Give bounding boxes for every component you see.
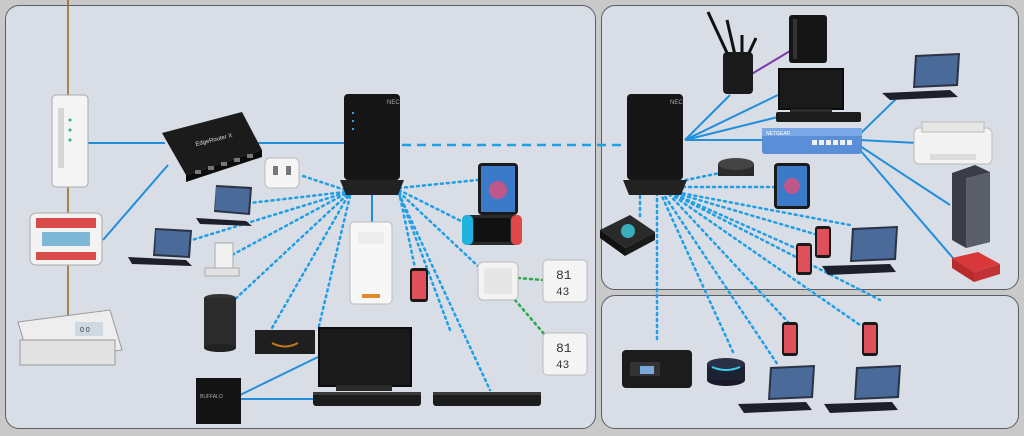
thermometer-icon: 81 43 bbox=[542, 332, 588, 376]
phone-icon bbox=[782, 322, 798, 356]
wired-links bbox=[88, 94, 954, 400]
echo-dot-icon bbox=[707, 358, 745, 386]
printer-icon bbox=[913, 121, 993, 165]
phone-icon bbox=[410, 268, 428, 302]
wifi-link bbox=[663, 188, 882, 302]
nas-icon bbox=[789, 15, 827, 63]
printer-icon bbox=[622, 350, 692, 388]
blu-ray-recorder-icon bbox=[776, 112, 861, 122]
mesh-extender-icon bbox=[349, 221, 393, 305]
wifi-link bbox=[230, 192, 347, 257]
router-brand-label: NEC bbox=[387, 100, 400, 106]
wifi-link bbox=[397, 190, 417, 270]
laptop-icon bbox=[824, 365, 901, 413]
wifi-link bbox=[230, 193, 349, 304]
wifi-router-icon bbox=[706, 11, 758, 94]
phone-icon bbox=[862, 322, 878, 356]
right-router-to-recorder-link bbox=[684, 116, 779, 141]
thermometer-icon: 81 43 bbox=[542, 259, 588, 303]
router-icon: NEC bbox=[340, 94, 404, 195]
sensor-link bbox=[513, 298, 547, 337]
wifi-link bbox=[663, 188, 820, 237]
smart-speaker-icon bbox=[204, 294, 236, 352]
echo-dot-icon bbox=[718, 158, 754, 176]
raspberry-pi-icon bbox=[952, 252, 1000, 282]
streaming-stick-icon bbox=[255, 330, 315, 354]
wifi-link bbox=[663, 188, 862, 327]
buffalo-router-icon: BUFFALO bbox=[196, 378, 241, 424]
wifi-link bbox=[298, 173, 347, 192]
thermometer-top-value: 81 bbox=[556, 341, 572, 356]
hub-icon bbox=[477, 261, 519, 301]
buffalo-to-tv-link bbox=[239, 356, 319, 396]
thermometer-top-value: 81 bbox=[556, 268, 572, 283]
thermometer-bottom-value: 43 bbox=[556, 287, 569, 299]
tablet-icon bbox=[774, 163, 810, 209]
wifi-link bbox=[663, 188, 802, 252]
router-brand-label: NEC bbox=[670, 100, 683, 106]
switch-to-pc-link bbox=[859, 145, 951, 206]
right-router-to-tv-link bbox=[684, 94, 779, 141]
switch-brand-label: NETGEAR bbox=[766, 131, 791, 137]
laptop-icon bbox=[882, 53, 960, 100]
blu-ray-recorder-icon bbox=[433, 392, 541, 406]
wifi-link bbox=[248, 190, 347, 205]
fax-icon: 0 0 bbox=[17, 309, 123, 366]
edgerouter-to-adapter-link bbox=[102, 164, 169, 241]
tablet-icon bbox=[478, 163, 518, 215]
wifi-link bbox=[316, 194, 352, 332]
smart-plug-icon bbox=[264, 157, 300, 189]
wifi-link bbox=[660, 171, 722, 187]
wifi-link bbox=[397, 191, 452, 332]
laptop-icon bbox=[822, 226, 898, 275]
sensor-links bbox=[513, 276, 547, 337]
wifi-link bbox=[663, 188, 790, 324]
tv-icon bbox=[318, 327, 412, 391]
laptop-icon bbox=[196, 185, 252, 226]
switch-console-icon bbox=[462, 215, 522, 245]
phone-icon bbox=[815, 226, 831, 258]
laptop-icon bbox=[738, 365, 815, 413]
atom-device-icon bbox=[600, 215, 655, 256]
buffalo-brand-label: BUFFALO bbox=[200, 394, 223, 400]
fax-keypad-text: 0 0 bbox=[80, 327, 90, 334]
game-console-icon bbox=[204, 242, 240, 277]
edgerouter-icon: EdgeRouter X bbox=[162, 112, 262, 182]
wifi-link bbox=[397, 178, 480, 190]
laptop-icon bbox=[128, 228, 192, 266]
desktop-pc-icon bbox=[952, 165, 990, 248]
switch-to-laptop-link bbox=[859, 96, 899, 135]
onu-icon bbox=[51, 94, 89, 188]
router-icon: NEC bbox=[623, 94, 687, 195]
wifi-link bbox=[660, 190, 780, 367]
phone-adapter-icon bbox=[29, 212, 103, 266]
left-wifi-links bbox=[190, 173, 492, 392]
tv-icon bbox=[778, 68, 844, 113]
blu-ray-recorder-icon bbox=[313, 392, 421, 406]
switch-to-raspberry-pi-link bbox=[859, 149, 954, 259]
right-router-to-wifi-link bbox=[684, 94, 731, 141]
right-wifi-links bbox=[638, 171, 882, 367]
wifi-to-nas-link bbox=[749, 47, 796, 76]
wifi-link bbox=[658, 190, 735, 354]
wifi-link bbox=[397, 192, 492, 392]
wifi-link bbox=[663, 188, 852, 227]
phone-icon bbox=[796, 243, 812, 275]
thermometer-bottom-value: 43 bbox=[556, 360, 569, 372]
network-switch-icon: NETGEAR bbox=[762, 128, 862, 154]
wifi-link bbox=[397, 188, 467, 225]
wifi-link bbox=[270, 194, 350, 330]
switch-to-printer-link bbox=[859, 139, 918, 144]
wifi-link bbox=[190, 191, 347, 242]
wifi-link bbox=[397, 190, 482, 270]
sensor-link bbox=[516, 276, 545, 282]
